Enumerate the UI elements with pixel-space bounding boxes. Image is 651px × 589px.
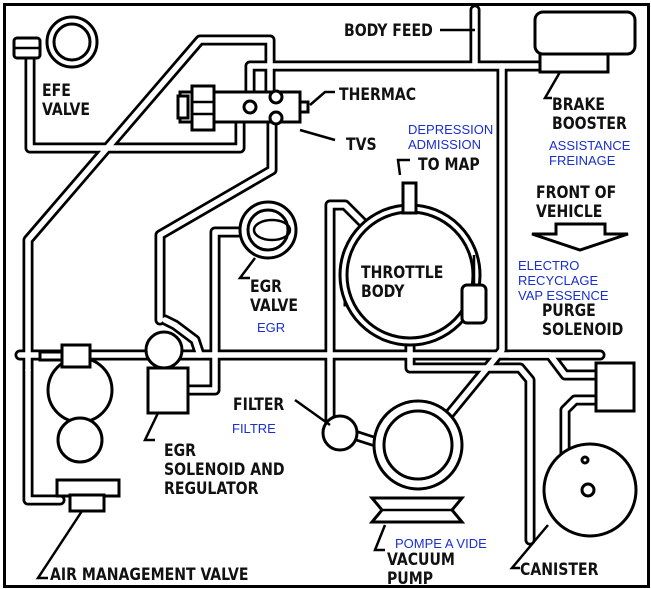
air-management-valve [38,343,121,513]
label-purge-solenoid: PURGE SOLENOID [542,301,624,340]
label-tvs: TVS [346,135,377,155]
hose-purge-bore [507,352,603,378]
throttle-body [338,181,488,347]
vacuum-diagram [12,6,638,580]
label-efe-valve: EFE VALVE [42,81,91,120]
purge-solenoid [594,361,636,413]
egr-solenoid [144,330,190,415]
label-throttle-body: THROTTLE BODY [361,263,444,302]
translation-filter: FILTRE [232,421,276,436]
label-filter: FILTER [233,395,285,415]
hose-diagonal-amv-bore [25,37,273,373]
translation-egr-valve: EGR [257,320,286,335]
translation-to-map: DEPRESSION ADMISSION [408,122,494,152]
label-canister: CANISTER [520,560,599,580]
translation-purge-solenoid: ELECTRO RECYCLAGE VAP ESSENCE [518,258,609,303]
leader-lines [35,28,562,580]
label-vacuum-pump: VACUUM PUMP [387,550,455,589]
hose-amv-left-bore [25,367,63,503]
label-body-feed: BODY FEED [344,21,433,41]
label-air-management-valve: AIR MANAGEMENT VALVE [50,565,249,585]
filter [321,414,359,452]
label-egr-valve: EGR VALVE [250,277,299,316]
canister [542,442,638,538]
diagram-frame: EFE VALVE BODY FEED THERMAC TVS TO MAP B… [3,3,650,589]
hose-tvs-bore [157,117,275,323]
vacuum-pump [368,399,466,524]
translation-vacuum-pump: POMPE A VIDE [395,536,487,551]
brake-booster [533,10,637,74]
hose-main-top-bore [247,63,603,98]
egr-valve [238,200,298,260]
label-egr-solenoid: EGR SOLENOID AND REGULATOR [164,441,285,499]
label-front-of-vehicle: FRONT OF VEHICLE [536,183,617,222]
hoses [20,10,600,540]
front-arrow [531,222,629,252]
label-thermac: THERMAC [339,85,417,105]
hose-egr-sol-bore [162,317,203,358]
label-brake-booster: BRAKE BOOSTER [552,95,627,134]
thermac-tvs-assembly [176,84,310,132]
efe-valve [12,15,99,69]
hose-throttle-bottom-bore [407,342,533,543]
label-to-map: TO MAP [418,155,480,175]
hose-egr-bore [172,229,263,393]
translation-brake-booster: ASSISTANCE FREINAGE [549,138,631,168]
hose-efe-bore [27,57,243,151]
